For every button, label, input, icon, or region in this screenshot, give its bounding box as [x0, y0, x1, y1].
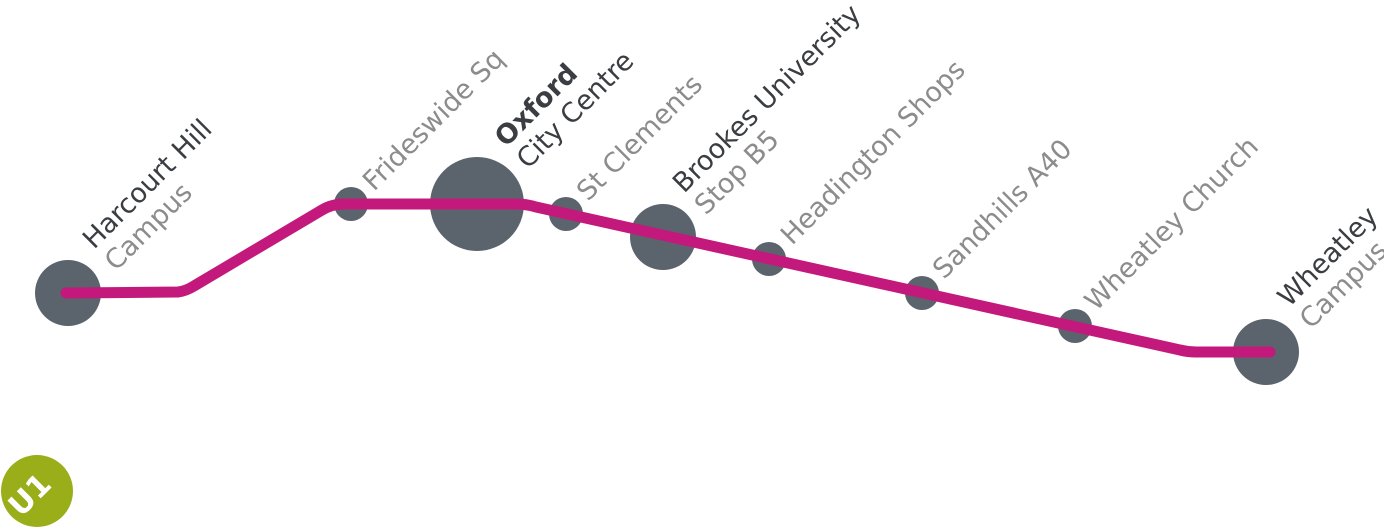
stop-label-wheatley-church: Wheatley Church	[1079, 131, 1265, 317]
stop-label-harcourt-hill: Harcourt Hill Campus	[77, 108, 246, 277]
stop-label-sandhills-a40: Sandhills A40	[927, 134, 1078, 285]
stop-labels: Harcourt Hill Campus Frideswide Sq Oxfor…	[77, 0, 1384, 335]
stop-label-headington-shops: Headington Shops	[775, 54, 972, 251]
route-badge[interactable]: U1	[1, 455, 73, 527]
stop-label-wheatley-campus: Wheatley Campus	[1272, 195, 1384, 335]
stop-label-brookes-university: Brookes University Stop B5	[667, 0, 895, 221]
route-line	[60, 198, 1276, 358]
route-badge-circle	[1, 455, 73, 527]
